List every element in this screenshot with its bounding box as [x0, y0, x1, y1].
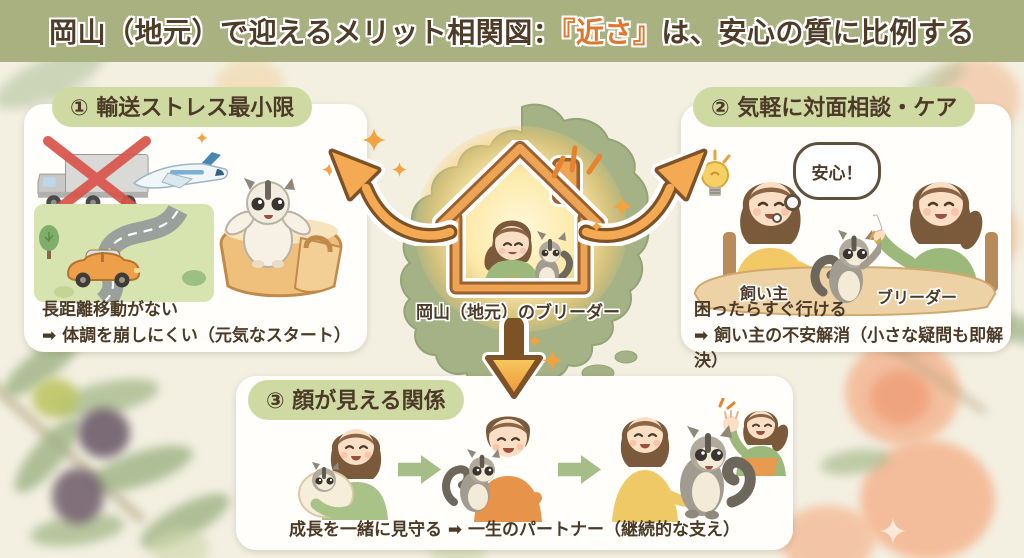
green-blob-decoration — [150, 528, 210, 558]
scene-growing-glider — [442, 416, 542, 522]
sparkle-icon — [542, 350, 563, 371]
left-arrow-icon — [325, 145, 458, 246]
section-transport-card: ① 輸送ストレス最小限 — [24, 87, 367, 352]
thought-bubble: 安心！ — [772, 142, 881, 223]
center-breeder-label: 岡山（地元）のブリーダー — [416, 303, 620, 323]
car-road-illustration — [34, 204, 214, 302]
relationship-caption: 成長を一緒に見守る ➡ 一生のパートナー（継続的な支え） — [288, 520, 741, 540]
emphasis-marks-icon — [551, 145, 602, 179]
section-consult-card: ② 気軽に対面相談・ケア 安心！ — [681, 87, 1011, 371]
olive-leaf-decoration — [5, 408, 90, 502]
sparkle-icon — [528, 334, 542, 348]
section-relationship-card: ③ 顔が見える関係 — [236, 376, 793, 550]
olive-leaf-decoration — [52, 371, 163, 425]
olive-leaf-decoration — [28, 508, 127, 552]
sugar-glider-icon — [225, 178, 311, 268]
breeder-in-house-avatar — [484, 220, 540, 288]
green-arrow-icon — [558, 455, 602, 484]
sparkle-icon — [612, 196, 633, 217]
young-sugar-glider-icon — [442, 449, 500, 512]
peach-decoration — [780, 505, 875, 558]
section-relationship-header: ③ 顔が見える関係 — [248, 380, 464, 420]
bubble-text: 安心！ — [811, 163, 863, 184]
sparkle-icon — [590, 220, 603, 233]
down-arrow-icon — [482, 318, 546, 402]
olive-leaf-decoration — [82, 435, 198, 503]
house-icon — [432, 140, 608, 298]
sparkle-icon — [392, 162, 407, 177]
scene-lifetime-partner — [612, 398, 789, 522]
page-title: 岡山（地元）で迎えるメリット相関図：『近さ』は、安心の質に比例する — [49, 16, 975, 49]
title-highlight: 『近さ』 — [561, 16, 662, 49]
sparkle-icon — [880, 518, 906, 544]
black-olive-fruit — [52, 468, 104, 524]
peach-blush — [870, 370, 930, 425]
adult-sugar-glider-icon — [680, 425, 756, 520]
baby-sugar-glider-icon — [312, 462, 339, 492]
lightbulb-icon — [699, 149, 731, 196]
section-transport-header: ① 輸送ストレス最小限 — [52, 87, 313, 127]
sugar-glider-carrier-illustration — [219, 178, 343, 298]
sparkle-icon — [322, 162, 337, 177]
scene-baby-glider — [298, 429, 388, 520]
car-icon — [66, 249, 141, 288]
peach-leaf-decoration — [818, 445, 892, 479]
black-olive-fruit — [78, 408, 130, 458]
green-arrow-icon — [398, 455, 442, 484]
olive-leaf-decoration — [133, 483, 237, 558]
olive-branch-stem — [0, 371, 147, 525]
sparkle-icon — [362, 128, 386, 152]
green-olive-fruit — [32, 378, 78, 418]
consult-caption: 困ったらすぐ行ける ➡ 飼い主の不安解消（小さな疑問も即解決） — [694, 300, 1004, 371]
transport-caption: 長距離移動がない ➡ 体調を崩しにくい（元気なスタート） — [42, 300, 351, 346]
airplane-icon — [132, 152, 229, 189]
sparkle-icon — [196, 132, 208, 144]
title-bar: 岡山（地元）で迎えるメリット相関図：『近さ』は、安心の質に比例する — [0, 0, 1024, 62]
owner-label: 飼い主 — [739, 284, 788, 303]
right-arrow-icon — [578, 145, 711, 246]
section-consult-header: ② 気軽に対面相談・ケア — [693, 87, 976, 127]
